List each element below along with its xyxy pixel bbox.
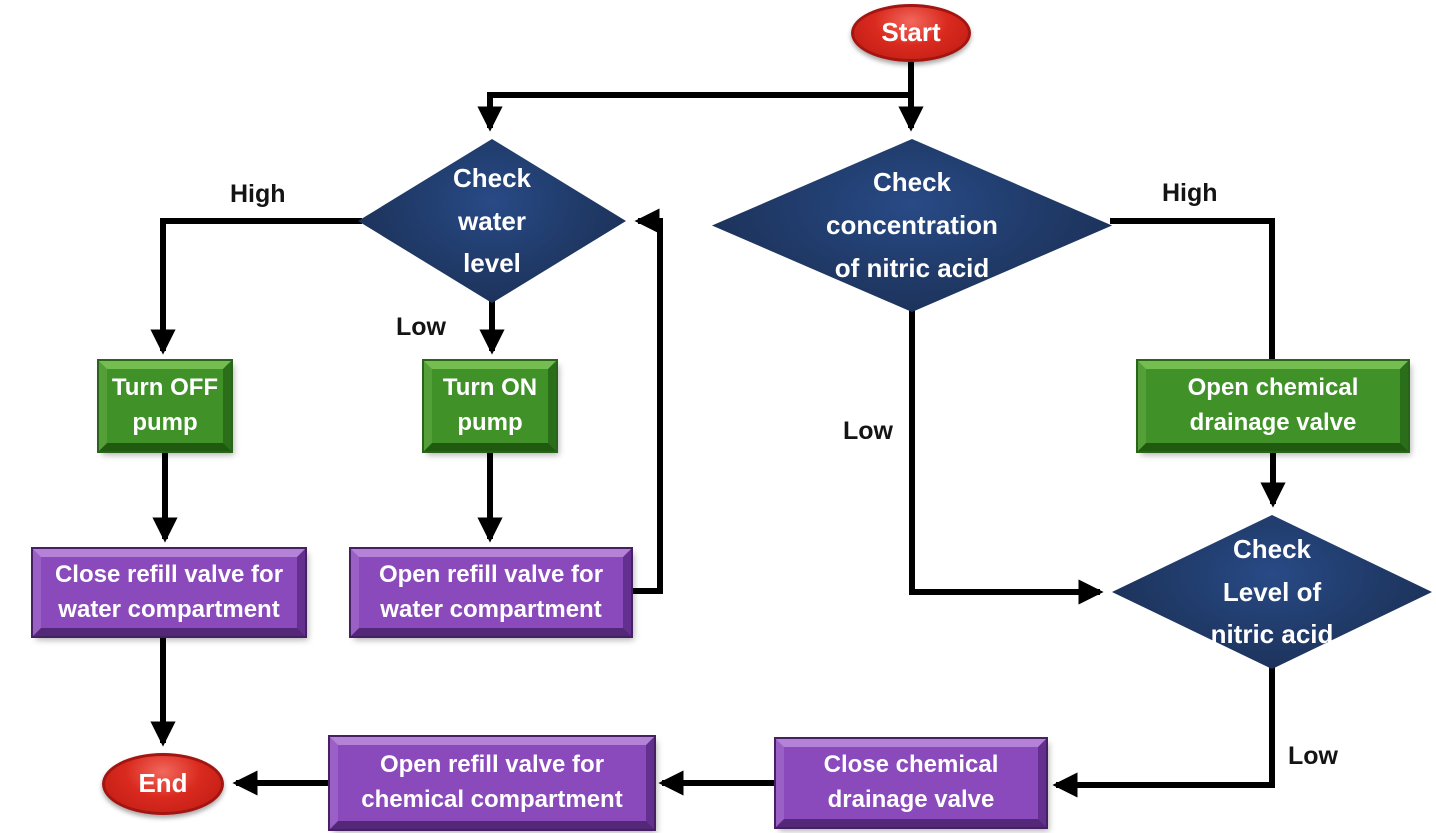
edge-label-conc-high: High xyxy=(1162,179,1218,207)
process-open-chemical-drainage-valve: Open chemical drainage valve xyxy=(1138,361,1408,451)
edge-water-high xyxy=(150,218,362,355)
edge-label-conc-low: Low xyxy=(843,417,893,445)
edge-level-low xyxy=(1052,666,1275,798)
process-turn-on-pump: Turn ON pump xyxy=(424,361,556,451)
edge-label-water-high: High xyxy=(230,180,286,208)
start-terminator: Start xyxy=(851,4,971,62)
process-turn-off-pump: Turn OFF pump xyxy=(99,361,231,451)
process-close-chemical-drainage-valve: Close chemical drainage valve xyxy=(776,739,1046,827)
process-open-refill-valve-water: Open refill valve for water compartment xyxy=(351,549,631,636)
end-terminator: End xyxy=(102,753,224,815)
process-open-refill-valve-chemical: Open refill valve for chemical compartme… xyxy=(330,737,654,829)
edge-loop-to-water xyxy=(631,208,663,594)
edge-start-to-water xyxy=(477,92,911,132)
edge-conc-low xyxy=(909,309,1104,605)
edge-label-water-low: Low xyxy=(396,313,446,341)
process-close-refill-valve-water: Close refill valve for water compartment xyxy=(33,549,305,636)
edge-label-level-low: Low xyxy=(1288,742,1338,770)
edge-conc-high xyxy=(1110,218,1275,361)
